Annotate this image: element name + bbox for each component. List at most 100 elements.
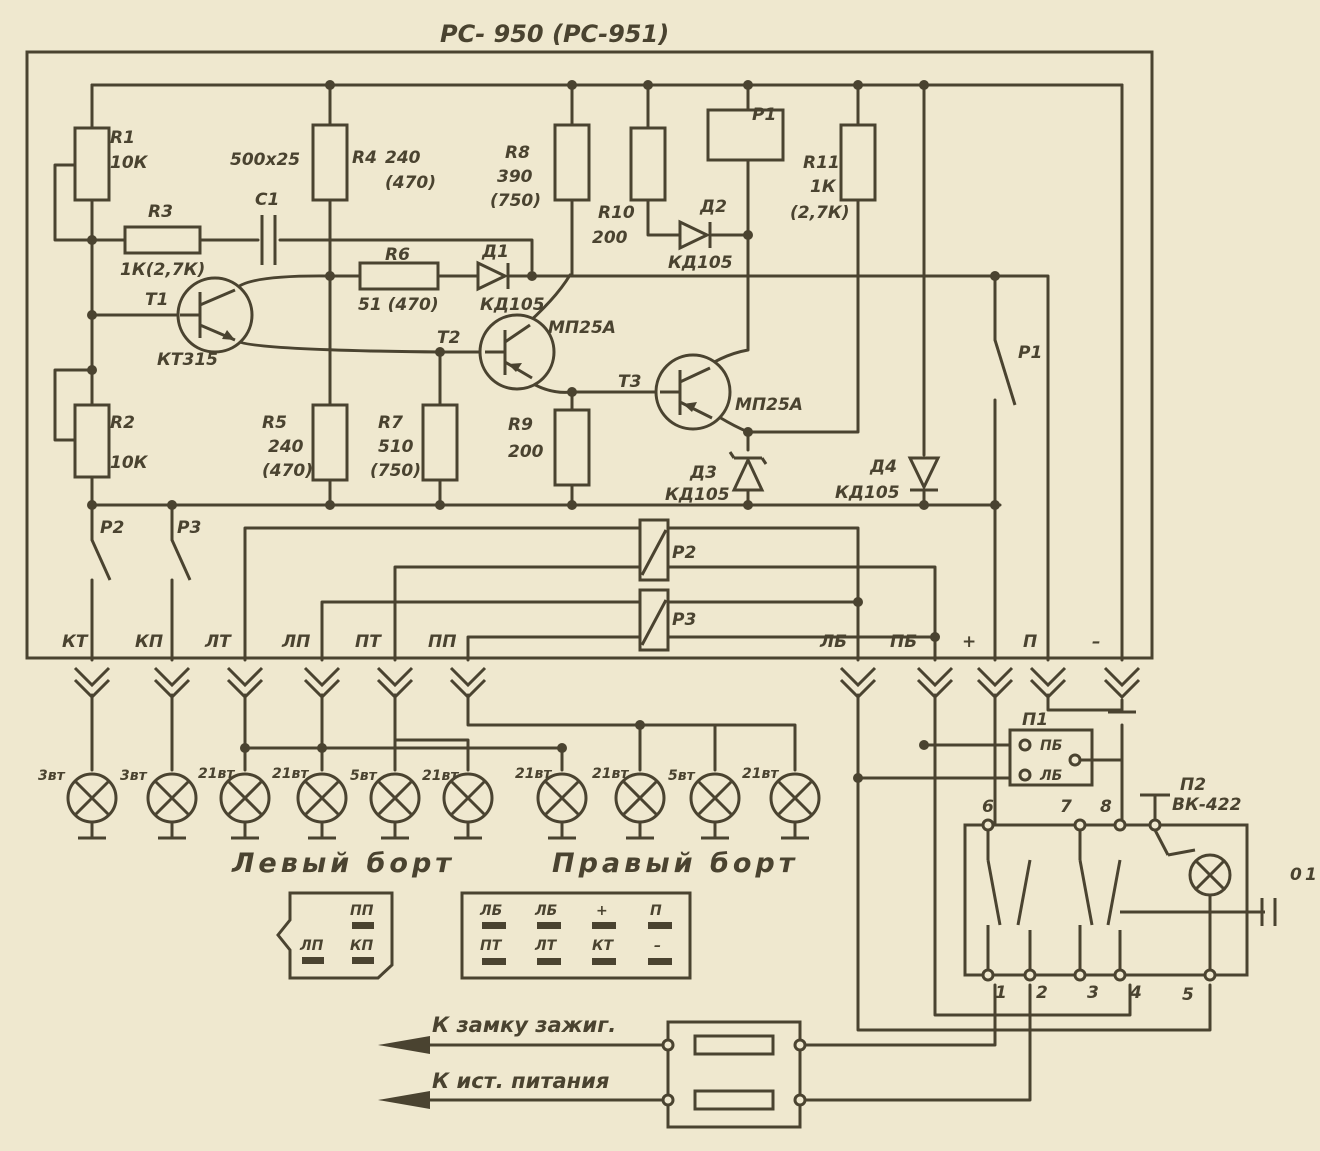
lamp-power-label: 5вт bbox=[668, 768, 696, 784]
pin-label: ЛБ bbox=[534, 903, 557, 919]
svg-text:(2,7К): (2,7К) bbox=[790, 203, 850, 223]
lamp-power-label: 21вт bbox=[272, 766, 309, 782]
lamp bbox=[769, 772, 821, 840]
svg-text:(470): (470) bbox=[385, 173, 436, 193]
connector-small-pinout: ПП ЛП КП bbox=[276, 891, 394, 980]
svg-text:КТ315: КТ315 bbox=[157, 350, 218, 370]
label-r4: R4 bbox=[352, 148, 377, 168]
p1-name: П1 bbox=[1022, 710, 1048, 730]
output-arrows: К замку зажиг. К ист. питания bbox=[378, 1013, 616, 1109]
label-p2-contact: P2 bbox=[100, 518, 124, 538]
contact-label: 5 bbox=[1182, 985, 1194, 1005]
left-side-label: Левый борт bbox=[231, 848, 455, 879]
label-p3-contact: P3 bbox=[177, 518, 201, 538]
diode-d3 bbox=[728, 451, 768, 492]
svg-text:1К(2,7К): 1К(2,7К) bbox=[120, 260, 205, 280]
diagram-title: РС- 950 (РС-951) bbox=[440, 20, 669, 48]
resistor-r7 bbox=[421, 403, 459, 482]
terminal-label: П bbox=[1023, 632, 1037, 652]
contact-label: 2 bbox=[1036, 983, 1048, 1003]
diodes bbox=[476, 219, 941, 492]
label-t1: T1 bbox=[145, 290, 168, 310]
arrow-power-label: К ист. питания bbox=[432, 1069, 609, 1093]
lamp bbox=[66, 772, 118, 840]
terminal-label: КП bbox=[135, 632, 163, 652]
pin-label: ЛП bbox=[299, 938, 324, 954]
contact-label: 8 bbox=[1100, 797, 1112, 817]
transistor-t1 bbox=[176, 276, 254, 354]
label-t3: T3 bbox=[618, 372, 641, 392]
label-t2: T2 bbox=[437, 328, 460, 348]
relay-coil-p1 bbox=[706, 108, 785, 162]
label-d3: Д3 bbox=[689, 463, 717, 483]
resistor-r9 bbox=[553, 408, 591, 487]
label-r10: R10 bbox=[598, 203, 635, 223]
arrow-ignition-label: К замку зажиг. bbox=[432, 1013, 616, 1037]
label-c1-value: 500х25 bbox=[230, 150, 300, 170]
connector-pins bbox=[73, 666, 1141, 714]
resistor-r6 bbox=[358, 261, 440, 291]
lamp bbox=[219, 772, 271, 840]
label-r2: R2 bbox=[110, 413, 135, 433]
pin-label: ЛТ bbox=[534, 938, 558, 954]
label-p1: P1 bbox=[752, 105, 776, 125]
transistors bbox=[176, 276, 732, 431]
pin-label: ЛБ bbox=[479, 903, 502, 919]
switch-p2: П2 ВК-422 0 1 6 7 8 1 2 3 4 5 bbox=[963, 775, 1317, 1005]
label-r9: R9 bbox=[508, 415, 533, 435]
lamp bbox=[614, 772, 666, 840]
lamp-power-label: 3вт bbox=[120, 768, 148, 784]
lamp-power-label: 5вт bbox=[350, 768, 378, 784]
wiring bbox=[53, 83, 1212, 1102]
p2-name: П2 bbox=[1180, 775, 1206, 795]
svg-text:51 (470): 51 (470) bbox=[358, 295, 439, 315]
label-d2: Д2 bbox=[699, 197, 727, 217]
svg-text:(750): (750) bbox=[490, 191, 541, 211]
connector-large-pinout: ЛБ ЛБ + П ПТ ЛТ КТ – bbox=[460, 891, 692, 980]
terminal-labels: КТ КП ЛТ ЛП ПТ ПП ЛБ ПБ + П – bbox=[62, 632, 1101, 652]
label-p1-contact: P1 bbox=[1018, 343, 1042, 363]
p2-type: ВК-422 bbox=[1172, 795, 1241, 815]
lamp-power-label: 21вт bbox=[422, 768, 459, 784]
p2-position-1: 1 bbox=[1305, 865, 1317, 885]
lamps-right: 21вт 21вт 5вт 21вт bbox=[515, 766, 821, 840]
lamp-power-label: 21вт bbox=[592, 766, 629, 782]
contact-label: 7 bbox=[1060, 797, 1072, 817]
svg-text:510: 510 bbox=[378, 437, 414, 457]
resistor-r2 bbox=[73, 403, 111, 479]
svg-text:10К: 10К bbox=[110, 153, 149, 173]
diode-d1 bbox=[476, 260, 510, 292]
label-r11: R11 bbox=[803, 153, 840, 173]
svg-text:10К: 10К bbox=[110, 453, 149, 473]
lamp bbox=[689, 772, 741, 840]
terminal-label: ПБ bbox=[890, 632, 917, 652]
terminal-label: ПП bbox=[428, 632, 456, 652]
transistor-t2 bbox=[478, 313, 556, 391]
resistor-r1 bbox=[73, 126, 111, 202]
label-r1: R1 bbox=[110, 128, 135, 148]
p2-position-0: 0 bbox=[1290, 865, 1302, 885]
relay-enclosure bbox=[25, 50, 1154, 660]
svg-text:КД105: КД105 bbox=[835, 483, 900, 503]
relay-contact-p1 bbox=[993, 339, 1017, 406]
resistors bbox=[73, 123, 877, 487]
pin-label: КП bbox=[350, 938, 373, 954]
label-r5: R5 bbox=[262, 413, 287, 433]
label-d1: Д1 bbox=[481, 242, 509, 262]
resistor-r4 bbox=[311, 123, 349, 202]
svg-text:(750): (750) bbox=[370, 461, 421, 481]
pin-label: ПТ bbox=[480, 938, 503, 954]
lamp-power-label: 21вт bbox=[515, 766, 552, 782]
lamp bbox=[442, 772, 494, 840]
label-r7: R7 bbox=[378, 413, 403, 433]
diode-d2 bbox=[678, 219, 712, 251]
junction-dots bbox=[87, 80, 1000, 783]
contact-label: 1 bbox=[995, 983, 1007, 1003]
contact-label: 3 bbox=[1087, 983, 1099, 1003]
svg-text:КД105: КД105 bbox=[665, 485, 730, 505]
svg-text:КД105: КД105 bbox=[668, 253, 733, 273]
resistor-r11 bbox=[839, 123, 877, 202]
svg-text:(470): (470) bbox=[262, 461, 313, 481]
svg-text:1К: 1К bbox=[810, 177, 837, 197]
switch-p1: ПБ ЛБ П1 bbox=[1008, 710, 1094, 787]
